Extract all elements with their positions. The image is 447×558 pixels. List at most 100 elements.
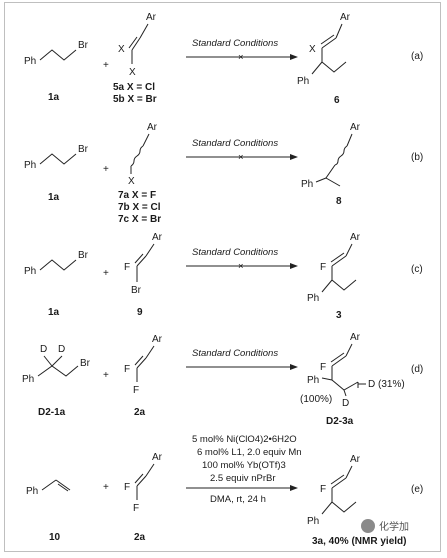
arrow-head: [290, 263, 298, 269]
alkene-double-bond: [321, 37, 337, 49]
aryl-bond: [345, 343, 353, 357]
aryl-label: Ar: [350, 232, 361, 243]
bromine-label: Br: [131, 285, 142, 296]
fluorine-label: F: [320, 484, 326, 495]
compound-7b-label: 7b X = Cl: [118, 202, 161, 213]
arrow-head: [290, 54, 298, 60]
deuterium-incorporation-right: (31%): [378, 379, 405, 390]
row-a: Ph Br 1a + Ar X X 5a X = Cl 5b X = Br St…: [24, 12, 423, 106]
alkene-double-bond-inner: [330, 474, 345, 485]
phenyl-bond: [311, 61, 323, 75]
row-e-label: (e): [411, 484, 423, 495]
alkene-double-bond-inner: [134, 473, 144, 484]
compound-2a-label: 2a: [134, 532, 146, 543]
aryl-label: Ar: [350, 332, 361, 343]
aryl-label: Ar: [152, 452, 163, 463]
alkene-double-bond: [136, 255, 147, 267]
deuterium-label: D: [342, 398, 349, 409]
phenyl-bond: [321, 501, 333, 515]
phenyl-label: Ph: [24, 160, 36, 171]
fluorine-label: F: [133, 385, 139, 396]
halogen-x-label: X: [309, 44, 316, 55]
compound-5b-label: 5b X = Br: [113, 94, 157, 105]
product-chain-bonds: [331, 366, 359, 391]
watermark-text: 化学加: [379, 520, 409, 533]
fluorine-label: F: [124, 262, 130, 273]
wavy-alkene-bond: [334, 145, 348, 166]
condition-additive: 100 mol% Yb(OTf)3: [202, 460, 286, 471]
aryl-label: Ar: [152, 334, 163, 345]
watermark: 化学加: [361, 519, 409, 533]
arrow-head: [290, 154, 298, 160]
standard-conditions-label: Standard Conditions: [192, 138, 278, 149]
fluorine-label: F: [124, 482, 130, 493]
compound-2a-label: 2a: [134, 407, 146, 418]
aryl-label: Ar: [350, 122, 361, 133]
compound-1a-label: 1a: [48, 307, 60, 318]
deuterium-label: D: [368, 379, 375, 390]
product-8-label: 8: [336, 196, 342, 207]
product-3a-caption: 3a, 40% (NMR yield): [312, 536, 406, 547]
compound-7c-label: 7c X = Br: [118, 214, 161, 225]
compound-1a-label: 1a: [48, 92, 60, 103]
alkene-double-bond: [136, 475, 147, 487]
deuterium-label: D: [40, 344, 47, 355]
product-chain-bonds: [321, 48, 347, 73]
no-reaction-cross: ×: [238, 152, 244, 163]
alkene-double-bond: [331, 255, 347, 267]
fluorine-label: F: [320, 362, 326, 373]
row-c: Ph Br 1a + Ar F Br 9 Standard Conditions…: [24, 232, 423, 321]
bromine-label: Br: [78, 250, 89, 261]
plus-sign: +: [103, 370, 109, 381]
deuterium-incorporation-left: (100%): [300, 394, 332, 405]
phenyl-label: Ph: [307, 375, 319, 386]
aryl-bond: [335, 23, 343, 39]
halogen-x-label: X: [118, 44, 125, 55]
phenyl-label: Ph: [24, 266, 36, 277]
alkene-double-bond-inner: [330, 252, 345, 263]
alkene-double-bond-inner: [128, 36, 138, 49]
condition-solvent: DMA, rt, 24 h: [210, 494, 266, 505]
aryl-label: Ar: [350, 454, 361, 465]
arrow-head: [290, 364, 298, 370]
compound-1a-label: 1a: [48, 192, 60, 203]
alkyl-chain-bonds: [39, 49, 77, 61]
halogen-x-label: X: [129, 67, 136, 78]
alkene-double-bond: [131, 37, 141, 51]
alkyl-chain-bonds: [39, 153, 77, 165]
aryl-bond: [145, 463, 155, 477]
deuterium-label: D: [58, 344, 65, 355]
row-d-label: (d): [411, 364, 423, 375]
standard-conditions-label: Standard Conditions: [192, 247, 278, 258]
plus-sign: +: [103, 164, 109, 175]
aryl-bond: [145, 243, 155, 257]
product-chain-bonds: [331, 266, 357, 291]
phenyl-label: Ph: [307, 293, 319, 304]
figure-border: [4, 2, 441, 552]
row-d: D D Ph Br D2-1a + Ar F F 2a Standard Con…: [22, 332, 423, 427]
phenyl-label: Ph: [301, 179, 313, 190]
phenyl-label: Ph: [307, 516, 319, 527]
alkene-double-bond: [331, 477, 347, 489]
row-e: Ph 10 + Ar F F 2a 5 mol% Ni(ClO4)2•6H2O …: [26, 434, 423, 547]
compound-9-label: 9: [137, 307, 143, 318]
phenyl-bond: [321, 279, 333, 293]
aryl-bond: [142, 133, 150, 147]
arrow-head: [290, 485, 298, 491]
vinyl-double-bond: [55, 479, 71, 491]
compound-7a-label: 7a X = F: [118, 190, 156, 201]
cd-bond: [343, 389, 347, 397]
aryl-bond: [139, 23, 149, 39]
plus-sign: +: [103, 482, 109, 493]
fluorine-label: F: [124, 364, 130, 375]
fluorine-label: F: [320, 262, 326, 273]
alkyl-chain-bonds: [39, 259, 77, 271]
cd-bond: [43, 355, 53, 367]
product-chain-bonds: [325, 164, 341, 187]
row-b: Ph Br 1a + Ar X 7a X = F 7b X = Cl 7c X …: [24, 122, 423, 225]
condition-ligand: 6 mol% L1, 2.0 equiv Mn: [197, 447, 302, 458]
phenyl-bond: [321, 377, 333, 381]
row-c-label: (c): [411, 264, 423, 275]
phenyl-label: Ph: [22, 374, 34, 385]
